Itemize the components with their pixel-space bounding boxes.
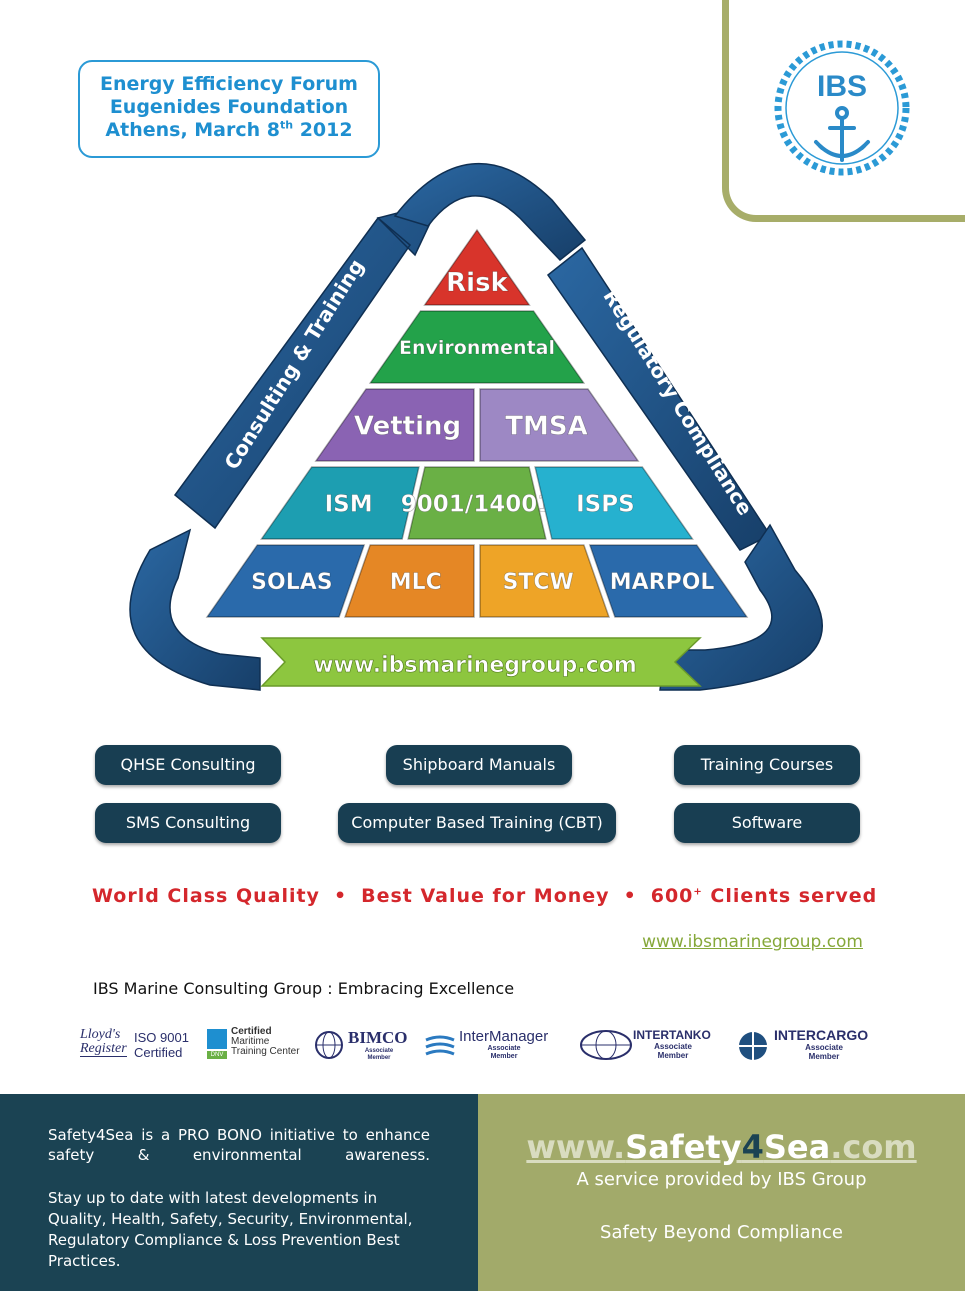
- pyramid-block-label: 9001/14001: [401, 491, 553, 517]
- tagline-bullet: •: [623, 885, 637, 907]
- pyramid-block-label: ISPS: [576, 491, 635, 517]
- pyramid-block-label: Risk: [446, 268, 508, 298]
- pyramid-block: [314, 388, 475, 462]
- tagline-bullet: •: [333, 885, 348, 907]
- top-arrow: [393, 162, 587, 262]
- pyramid-block-label: STCW: [503, 570, 574, 595]
- pyramid-block: [479, 388, 640, 462]
- bottom-left-arrow: [129, 528, 261, 691]
- tagline-quality: World Class Quality: [92, 885, 320, 907]
- pyramid-block: [534, 466, 694, 540]
- pyramid-block-label: SOLAS: [251, 570, 332, 595]
- logo-text: IBS: [817, 70, 867, 103]
- footer-info-panel: Safety4Sea is a PRO BONO initiative to e…: [0, 1094, 478, 1291]
- event-date: Athens, March 8th 2012: [105, 118, 353, 141]
- tagline: World Class Quality • Best Value for Money…: [92, 885, 876, 907]
- pyramid-block: [479, 544, 611, 618]
- event-venue: Eugenides Foundation: [109, 96, 349, 118]
- pyramid-block-label: MARPOL: [610, 570, 715, 595]
- safety4sea-link[interactable]: www.Safety4Sea.com: [526, 1128, 917, 1166]
- footer-intro: Safety4Sea is a PRO BONO initiative to e…: [48, 1126, 430, 1164]
- footer-slogan: Safety Beyond Compliance: [600, 1222, 843, 1243]
- anchor-icon: [814, 106, 870, 162]
- bimco-membership: BIMCO Associate Member: [314, 1026, 414, 1066]
- website-link[interactable]: www.ibsmarinegroup.com: [642, 932, 863, 952]
- intertanko-globe-icon: [580, 1030, 632, 1060]
- ibs-logo: IBS: [774, 40, 910, 176]
- cbt-button[interactable]: Computer Based Training (CBT): [338, 803, 616, 843]
- dnv-icon: [207, 1029, 227, 1049]
- service-pyramid-diagram: Consulting & Training Regulatory Complia…: [129, 162, 823, 691]
- software-button[interactable]: Software: [674, 803, 860, 843]
- pyramid-block: [205, 544, 366, 618]
- pyramid-block-label: Vetting: [354, 411, 461, 441]
- bottom-right-arrow: [659, 523, 823, 691]
- intermanager-waves-icon: [425, 1035, 455, 1056]
- company-motto: IBS Marine Consulting Group : Embracing …: [93, 979, 515, 998]
- qhse-consulting-button[interactable]: QHSE Consulting: [95, 745, 281, 785]
- logo-corner-frame: [722, 0, 965, 222]
- tagline-clients: 600+ Clients served: [650, 885, 878, 907]
- footer-details: Stay up to date with latest developments…: [48, 1189, 413, 1270]
- sms-consulting-button[interactable]: SMS Consulting: [95, 803, 281, 843]
- pyramid-block: [423, 228, 531, 306]
- pyramid-block-label: Environmental: [399, 337, 555, 359]
- pyramid-block-label: MLC: [390, 570, 442, 595]
- website-banner: [260, 637, 702, 687]
- pyramid-block: [260, 466, 420, 540]
- event-info-box: Energy Efficiency Forum Eugenides Founda…: [78, 60, 380, 158]
- pyramid-block-label: TMSA: [505, 411, 587, 441]
- pyramid-block: [588, 544, 749, 618]
- tagline-value: Best Value for Money: [361, 885, 610, 907]
- shipboard-manuals-button[interactable]: Shipboard Manuals: [386, 745, 572, 785]
- service-provider-text: A service provided by IBS Group: [576, 1169, 867, 1190]
- bimco-globe-icon: [315, 1031, 343, 1059]
- training-courses-button[interactable]: Training Courses: [674, 745, 860, 785]
- pyramid-block-label: ISM: [325, 491, 373, 517]
- pyramid-block: [407, 466, 547, 540]
- footer-safety4sea-panel: www.Safety4Sea.com A service provided by…: [478, 1094, 965, 1291]
- intercargo-globe-icon: [739, 1032, 767, 1060]
- website-banner-text: www.ibsmarinegroup.com: [313, 653, 637, 678]
- cycle-arrows: [129, 162, 823, 691]
- event-title: Energy Efficiency Forum: [100, 73, 358, 95]
- pyramid-block: [343, 544, 475, 618]
- pyramid-block: [368, 310, 586, 384]
